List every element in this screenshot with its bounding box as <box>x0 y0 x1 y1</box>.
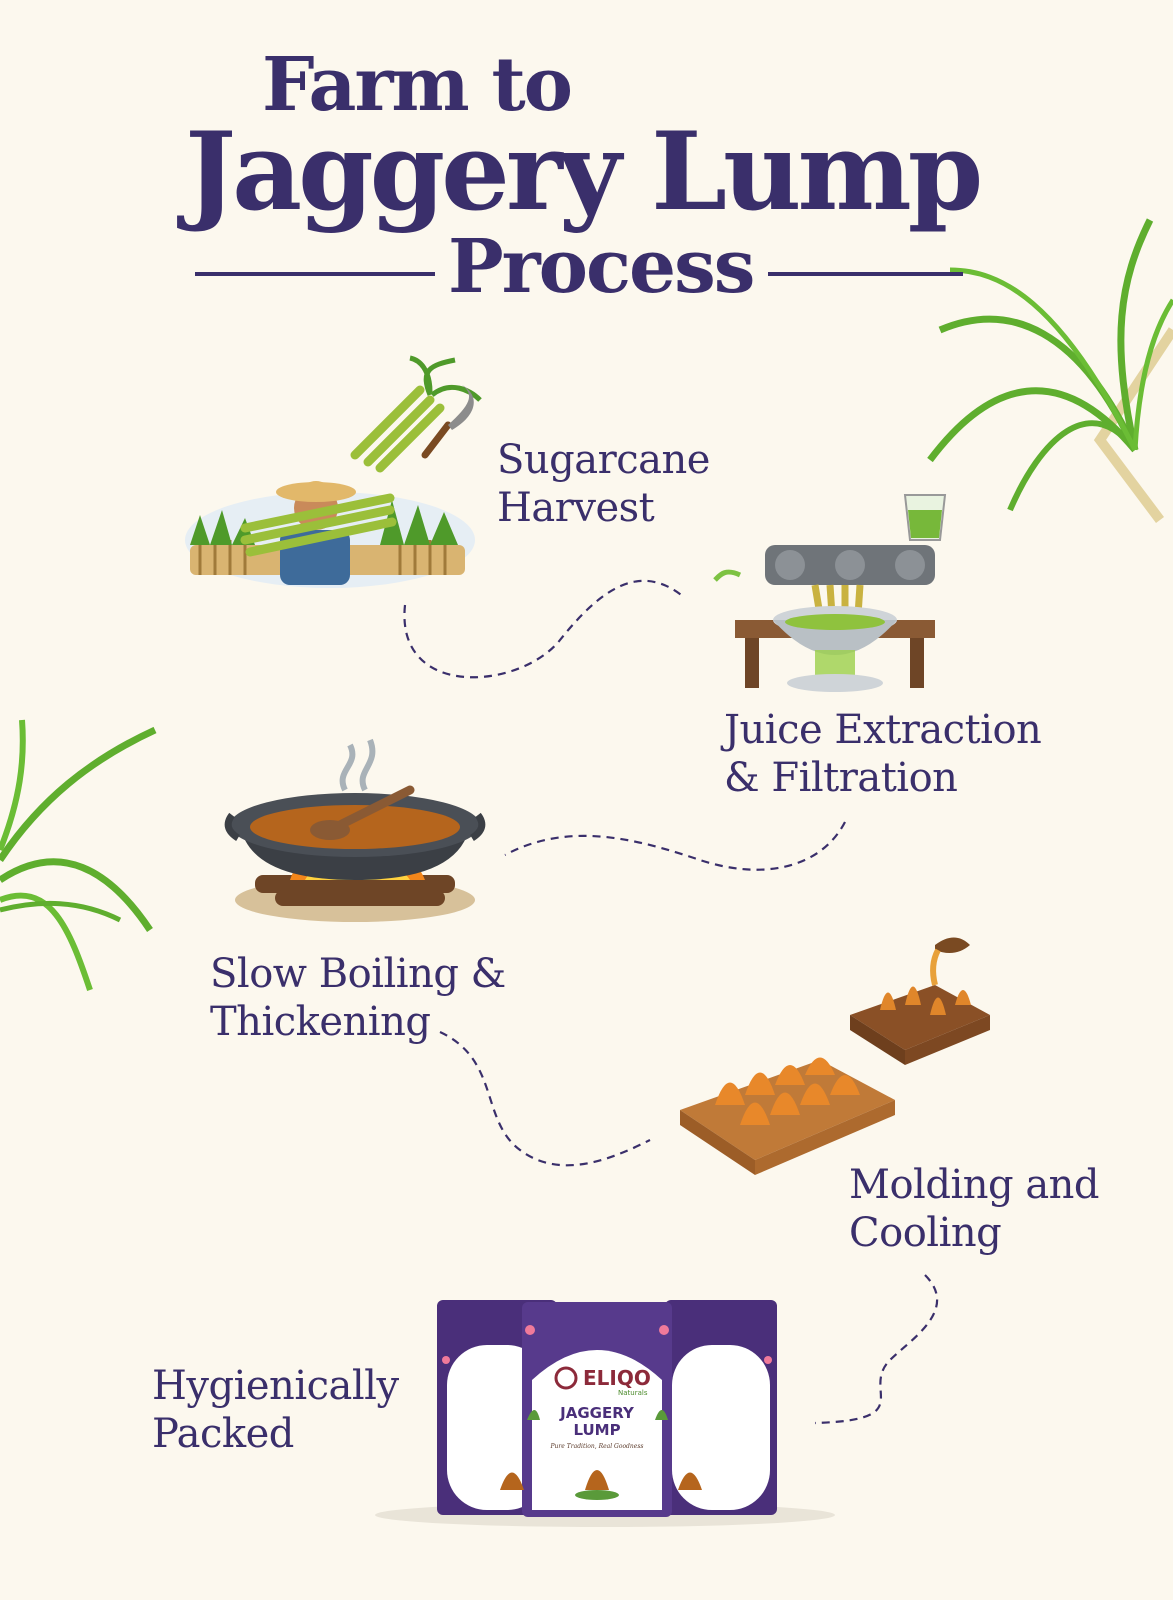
title-divider-left <box>195 272 435 276</box>
package-tagline: Pure Tradition, Real Goodness <box>550 1443 644 1450</box>
step-label-line-2: Cooling <box>849 1210 1002 1256</box>
step-label-line-1: Sugarcane <box>497 437 710 483</box>
step-hygienically-packed: Hygienically Packed <box>152 1362 399 1458</box>
step-juice-extraction: Juice Extraction & Filtration <box>724 706 1042 802</box>
page-title-line-3: Process <box>448 224 755 310</box>
package-product-line-2: LUMP <box>573 1421 621 1439</box>
sugarcane-leaves-top-right-icon <box>927 218 1173 523</box>
product-pouches-illustration <box>375 1300 835 1527</box>
package-brand: ELIQO <box>583 1366 651 1390</box>
title-divider-right <box>768 272 963 276</box>
step-label-line-1: Juice Extraction <box>724 707 1042 753</box>
page-title-line-2: Jaggery Lump <box>185 109 983 235</box>
jaggery-molds-illustration <box>680 937 990 1175</box>
step-label-line-2: Thickening <box>210 999 431 1045</box>
step-label-line-2: Packed <box>152 1411 294 1457</box>
package-product-line-1: JAGGERY <box>560 1404 634 1422</box>
package-brand-sub: Naturals <box>618 1389 648 1397</box>
package-product-name: JAGGERY LUMP <box>536 1405 658 1439</box>
step-slow-boiling: Slow Boiling & Thickening <box>210 950 506 1046</box>
process-connector-path <box>403 579 939 1425</box>
step-label-line-2: & Filtration <box>724 755 958 801</box>
step-label-line-1: Hygienically <box>152 1363 399 1409</box>
juice-press-illustration <box>713 494 947 692</box>
step-molding-cooling: Molding and Cooling <box>849 1161 1100 1257</box>
step-label-line-1: Slow Boiling & <box>210 951 506 997</box>
step-label-line-2: Harvest <box>497 485 655 531</box>
sugarcane-leaves-left-icon <box>0 719 157 991</box>
page-title-line-1: Farm to <box>262 42 573 128</box>
step-sugarcane-harvest: Sugarcane Harvest <box>497 436 710 532</box>
step-label-line-1: Molding and <box>849 1162 1100 1208</box>
boiling-pot-illustration <box>224 738 486 922</box>
farmer-harvest-illustration <box>185 481 475 588</box>
sugarcane-bundle-sickle-icon <box>350 355 482 473</box>
